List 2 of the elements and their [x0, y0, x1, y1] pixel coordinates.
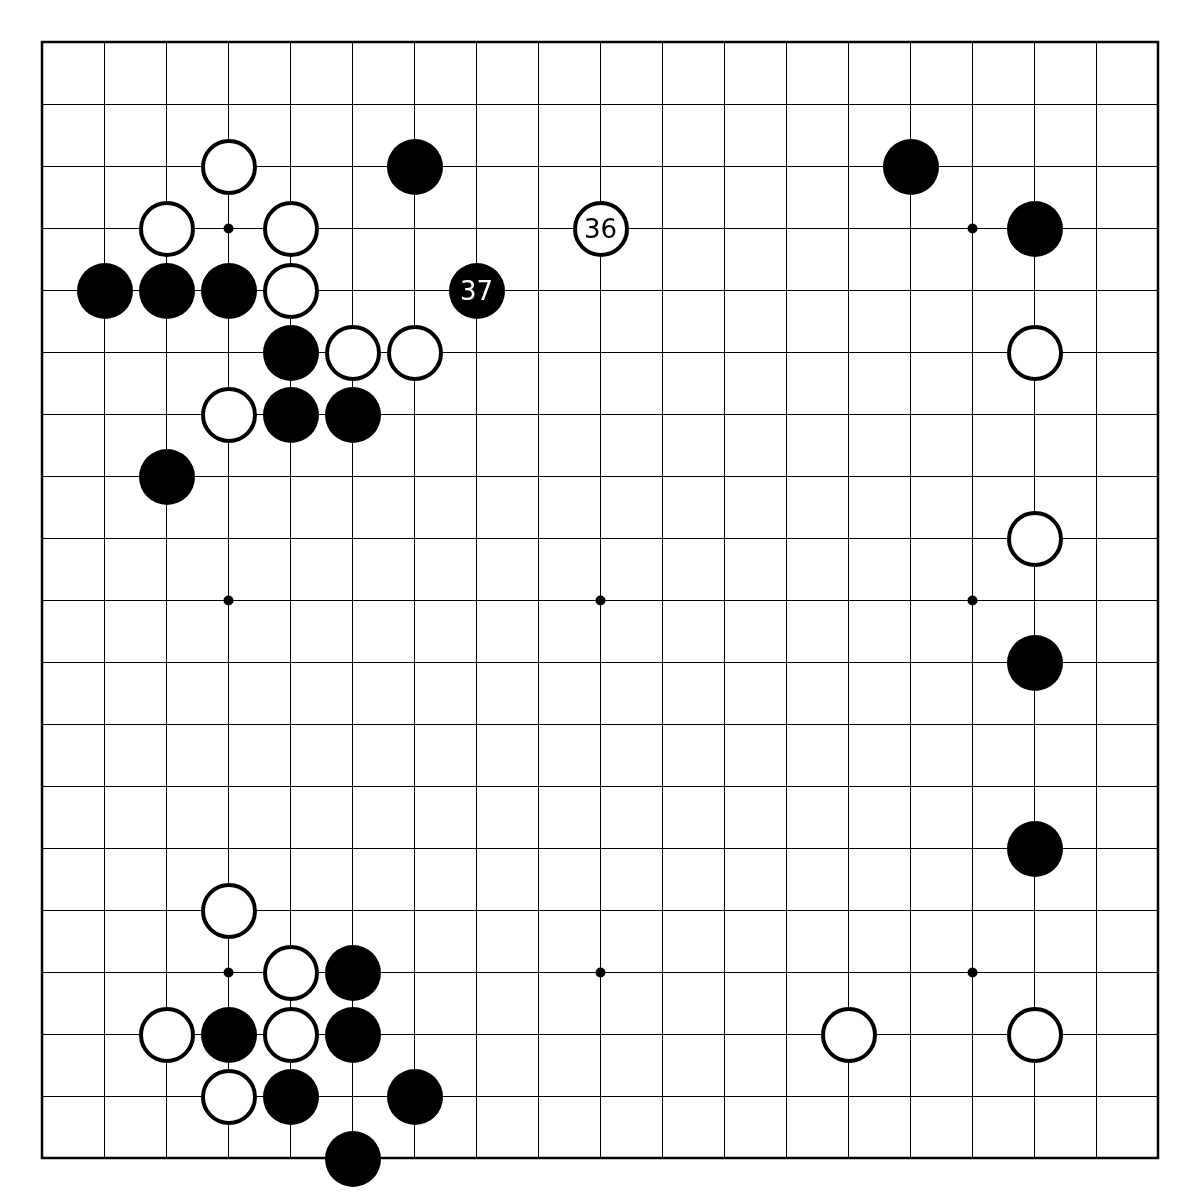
move-number: 36	[583, 215, 618, 242]
move-number: 37	[459, 277, 494, 304]
